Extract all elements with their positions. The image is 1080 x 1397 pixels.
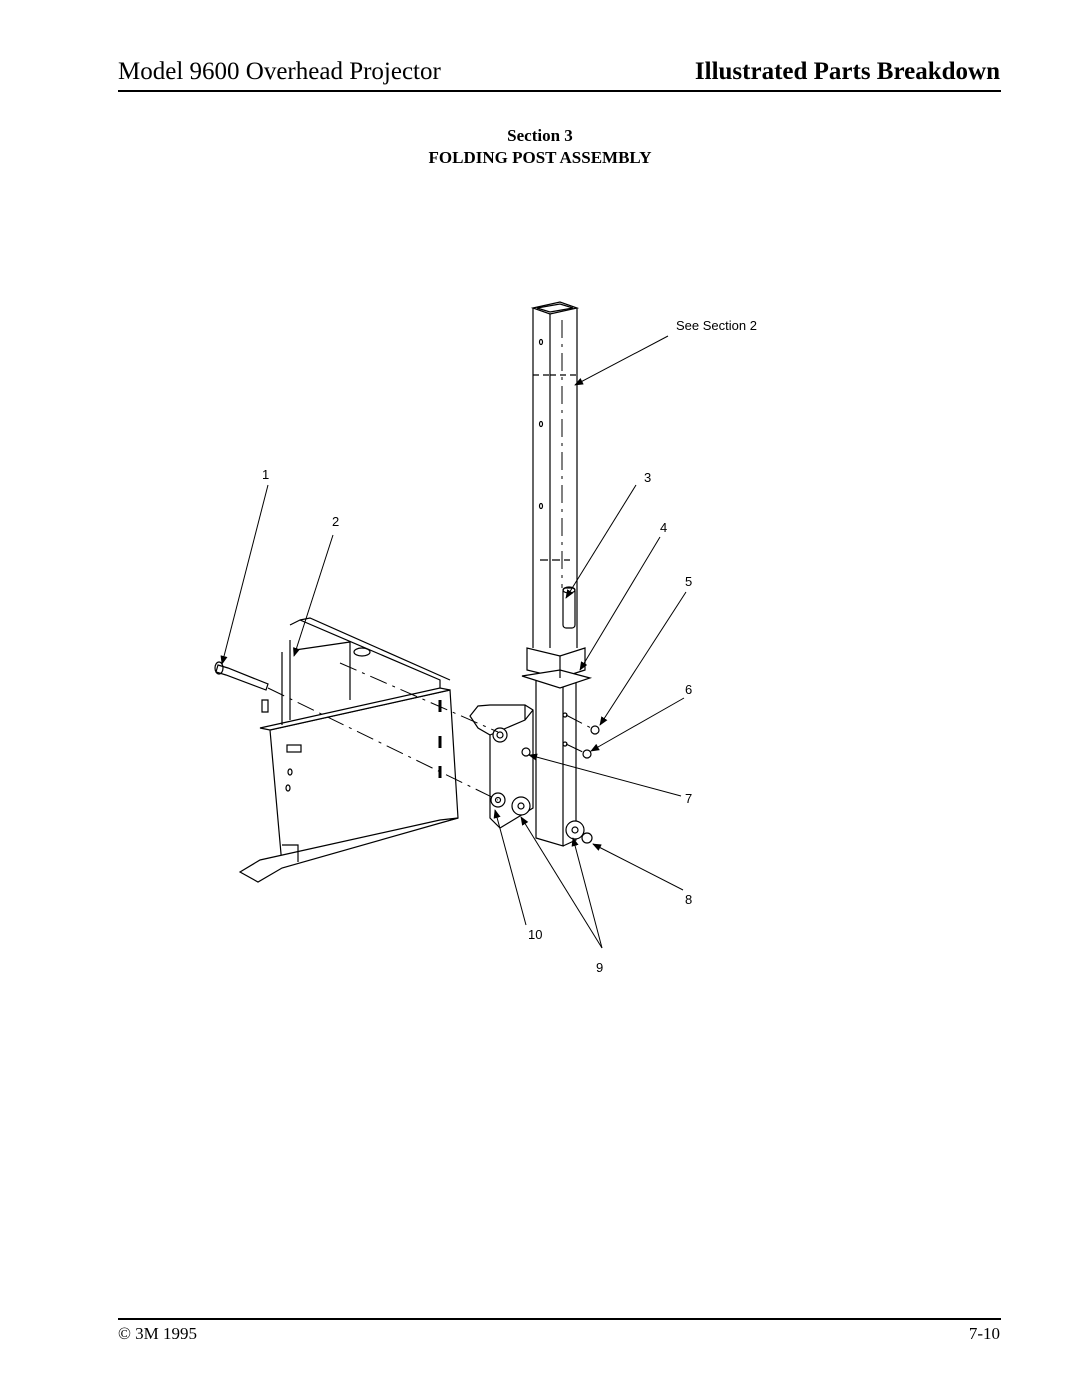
document-section-heading: Illustrated Parts Breakdown	[694, 58, 1000, 85]
copyright-notice: © 3M 1995	[118, 1324, 198, 1343]
section-heading: Section 3 FOLDING POST ASSEMBLY	[0, 125, 1080, 169]
centerline-dashes	[267, 320, 596, 801]
callout-9: 9	[596, 960, 603, 975]
callout-8: 8	[685, 892, 692, 907]
callout-7: 7	[685, 791, 692, 806]
callout-3: 3	[644, 470, 651, 485]
leader-lines	[220, 335, 687, 949]
callout-6: 6	[685, 682, 692, 697]
projector-base-bracket	[238, 617, 459, 883]
section-title: FOLDING POST ASSEMBLY	[428, 148, 652, 167]
section-number: Section 3	[507, 126, 573, 145]
footer-rule	[118, 1318, 1001, 1320]
page-number: 7-10	[968, 1324, 1000, 1343]
document-title: Model 9600 Overhead Projector	[118, 58, 441, 85]
callout-2: 2	[332, 514, 339, 529]
folding-post-column	[521, 301, 593, 847]
callout-4: 4	[660, 520, 667, 535]
callout-1: 1	[262, 467, 269, 482]
see-section-note: See Section 2	[676, 318, 757, 333]
hinge-bracket	[214, 661, 600, 844]
callout-5: 5	[685, 574, 692, 589]
header-rule	[118, 90, 1001, 92]
callout-10: 10	[528, 927, 542, 942]
